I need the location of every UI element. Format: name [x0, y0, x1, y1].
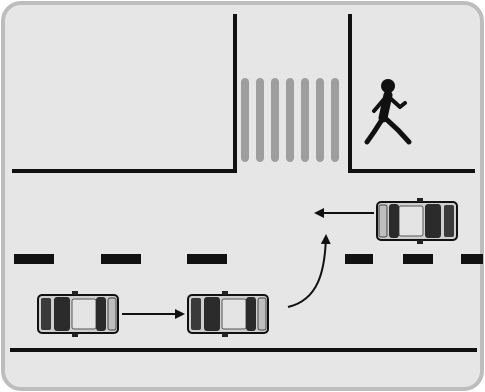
car-start	[38, 291, 118, 337]
car-moving	[188, 291, 268, 337]
car-oncoming	[377, 198, 457, 244]
